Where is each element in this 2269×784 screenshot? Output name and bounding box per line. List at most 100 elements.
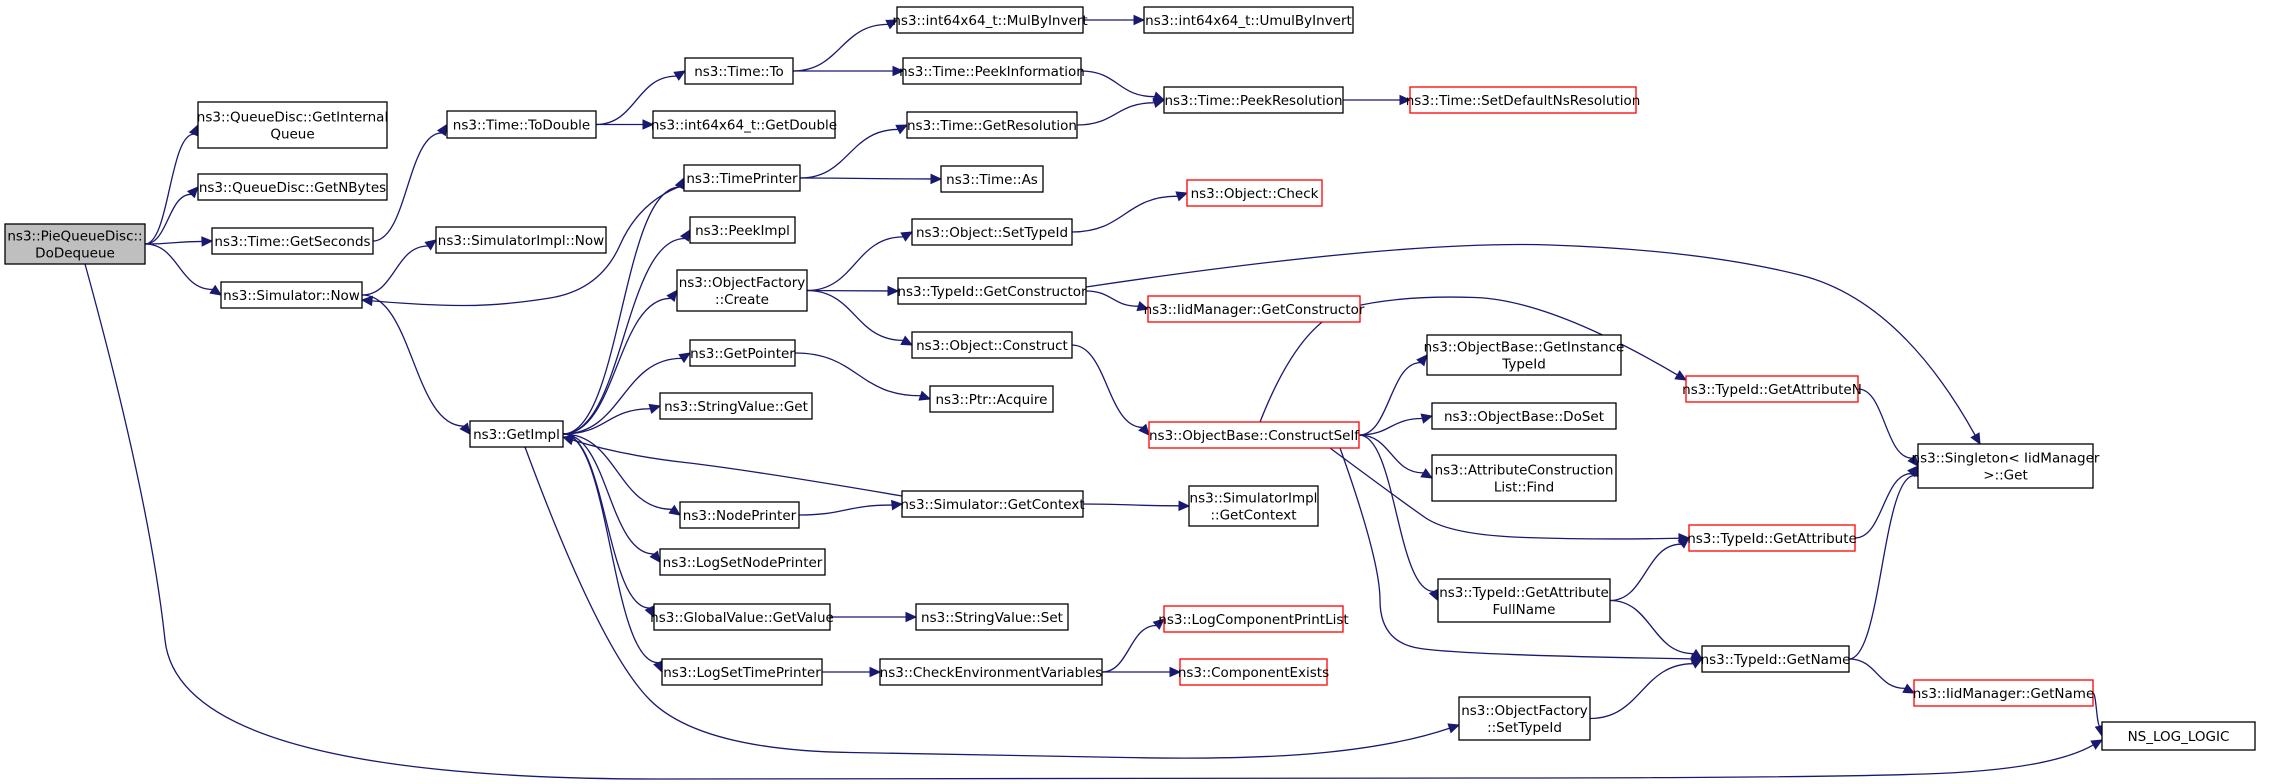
node-getseconds[interactable]: ns3::Time::GetSeconds — [211, 227, 374, 255]
node-objconstruct[interactable]: ns3::Object::Construct — [911, 331, 1073, 359]
node-box[interactable] — [689, 339, 796, 367]
node-box[interactable] — [469, 420, 564, 448]
node-box[interactable] — [1917, 443, 2094, 489]
node-box[interactable] — [1147, 295, 1361, 323]
node-box[interactable] — [1163, 86, 1344, 114]
node-box[interactable] — [659, 392, 813, 420]
node-ptracquire[interactable]: ns3::Ptr::Acquire — [929, 385, 1054, 413]
node-box[interactable] — [1685, 375, 1859, 403]
node-box[interactable] — [897, 277, 1087, 305]
node-simimplgetcontext[interactable]: ns3::SimulatorImpl::GetContext — [1188, 485, 1319, 527]
node-box[interactable] — [683, 164, 801, 192]
node-nodeprinter[interactable]: ns3::NodePrinter — [679, 501, 800, 529]
node-peekinformation[interactable]: ns3::Time::PeekInformation — [899, 57, 1085, 85]
node-box[interactable] — [689, 216, 796, 244]
node-box[interactable] — [1431, 454, 1617, 502]
node-box[interactable] — [211, 227, 374, 255]
node-objfactorycreate[interactable]: ns3::ObjectFactory::Create — [676, 269, 808, 312]
node-box[interactable] — [4, 223, 146, 265]
node-getresolution[interactable]: ns3::Time::GetResolution — [906, 111, 1078, 139]
node-box[interactable] — [1426, 334, 1622, 376]
node-box[interactable] — [1437, 578, 1611, 623]
node-stringvalueset[interactable]: ns3::StringValue::Set — [915, 603, 1069, 631]
node-objsettypeid[interactable]: ns3::Object::SetTypeId — [911, 218, 1073, 246]
node-nsloglogic[interactable]: NS_LOG_LOGIC — [2101, 721, 2256, 751]
node-typeidgetconstructor[interactable]: ns3::TypeId::GetConstructor — [897, 277, 1087, 305]
node-box[interactable] — [1701, 645, 1850, 673]
node-box[interactable] — [1188, 485, 1319, 527]
node-simimplnow[interactable]: ns3::SimulatorImpl::Now — [435, 226, 607, 254]
node-typeidgetattributen[interactable]: ns3::TypeId::GetAttributeN — [1682, 375, 1862, 403]
node-box[interactable] — [446, 110, 597, 139]
node-box[interactable] — [435, 226, 607, 254]
node-box[interactable] — [901, 490, 1084, 518]
node-setdefaultns[interactable]: ns3::Time::SetDefaultNsResolution — [1406, 86, 1641, 114]
node-componentexists[interactable]: ns3::ComponentExists — [1178, 658, 1329, 686]
node-box[interactable] — [1163, 605, 1344, 633]
node-box[interactable] — [940, 165, 1044, 193]
node-box[interactable] — [1186, 179, 1323, 207]
node-box[interactable] — [220, 281, 363, 309]
node-simnow[interactable]: ns3::Simulator::Now — [220, 281, 363, 309]
node-iidgetconstructor[interactable]: ns3::IidManager::GetConstructor — [1144, 295, 1365, 323]
node-box[interactable] — [679, 501, 800, 529]
node-box[interactable] — [2101, 721, 2256, 751]
node-timeas[interactable]: ns3::Time::As — [940, 165, 1044, 193]
node-globalvaluegetvalue[interactable]: ns3::GlobalValue::GetValue — [650, 603, 834, 631]
node-logsetnodeprinter[interactable]: ns3::LogSetNodePrinter — [659, 548, 826, 576]
node-box[interactable] — [911, 331, 1073, 359]
node-box[interactable] — [906, 111, 1078, 139]
node-typeidgetattribute[interactable]: ns3::TypeId::GetAttribute — [1687, 524, 1857, 552]
node-dodequeue[interactable]: ns3::PieQueueDisc::DoDequeue — [4, 223, 146, 265]
node-umulbyinvert[interactable]: ns3::int64x64_t::UmulByInvert — [1143, 6, 1354, 34]
node-getpointer[interactable]: ns3::GetPointer — [689, 339, 796, 367]
node-box[interactable] — [1148, 421, 1360, 449]
node-getimpl[interactable]: ns3::GetImpl — [469, 420, 564, 448]
node-box[interactable] — [1688, 524, 1856, 552]
node-box[interactable] — [879, 658, 1103, 686]
node-int64getdouble[interactable]: ns3::int64x64_t::GetDouble — [651, 110, 837, 139]
node-box[interactable] — [661, 658, 823, 686]
node-box[interactable] — [1179, 658, 1328, 686]
node-box[interactable] — [929, 385, 1054, 413]
node-box[interactable] — [896, 6, 1084, 34]
node-logcomponentprintlist[interactable]: ns3::LogComponentPrintList — [1158, 605, 1349, 633]
node-box[interactable] — [676, 269, 808, 312]
node-simgetcontext[interactable]: ns3::Simulator::GetContext — [900, 490, 1085, 518]
node-box[interactable] — [653, 603, 831, 631]
node-iidgetname[interactable]: ns3::IidManager::GetName — [1913, 679, 2095, 707]
node-box[interactable] — [1913, 679, 2094, 707]
node-objectcheck[interactable]: ns3::Object::Check — [1186, 179, 1323, 207]
node-box[interactable] — [1409, 86, 1637, 114]
node-todouble[interactable]: ns3::Time::ToDouble — [446, 110, 597, 139]
node-peekimpl[interactable]: ns3::PeekImpl — [689, 216, 796, 244]
node-typeidgetname[interactable]: ns3::TypeId::GetName — [1701, 645, 1851, 673]
node-box[interactable] — [1431, 402, 1617, 430]
node-box[interactable] — [1143, 6, 1354, 34]
node-constructself[interactable]: ns3::ObjectBase::ConstructSelf — [1148, 421, 1360, 449]
node-mulbyinvert[interactable]: ns3::int64x64_t::MulByInvert — [892, 6, 1088, 34]
node-box[interactable] — [1458, 696, 1591, 741]
node-box[interactable] — [911, 218, 1073, 246]
node-box[interactable] — [684, 57, 794, 85]
node-timeprinter[interactable]: ns3::TimePrinter — [683, 164, 801, 192]
node-timeto[interactable]: ns3::Time::To — [684, 57, 794, 85]
node-singletonget[interactable]: ns3::Singleton< IidManager>::Get — [1912, 443, 2100, 489]
node-stringvalueget[interactable]: ns3::StringValue::Get — [659, 392, 813, 420]
node-objfactorysettypeid[interactable]: ns3::ObjectFactory::SetTypeId — [1458, 696, 1591, 741]
node-box[interactable] — [197, 101, 388, 149]
node-checkenv[interactable]: ns3::CheckEnvironmentVariables — [879, 658, 1103, 686]
node-box[interactable] — [659, 548, 826, 576]
node-getnbytes[interactable]: ns3::QueueDisc::GetNBytes — [197, 173, 388, 201]
node-box[interactable] — [652, 110, 836, 139]
node-doset[interactable]: ns3::ObjectBase::DoSet — [1431, 402, 1617, 430]
node-box[interactable] — [902, 57, 1082, 85]
node-peekresolution[interactable]: ns3::Time::PeekResolution — [1163, 86, 1344, 114]
node-box[interactable] — [915, 603, 1069, 631]
node-box[interactable] — [197, 173, 388, 201]
node-logsettimeprinter[interactable]: ns3::LogSetTimePrinter — [661, 658, 823, 686]
